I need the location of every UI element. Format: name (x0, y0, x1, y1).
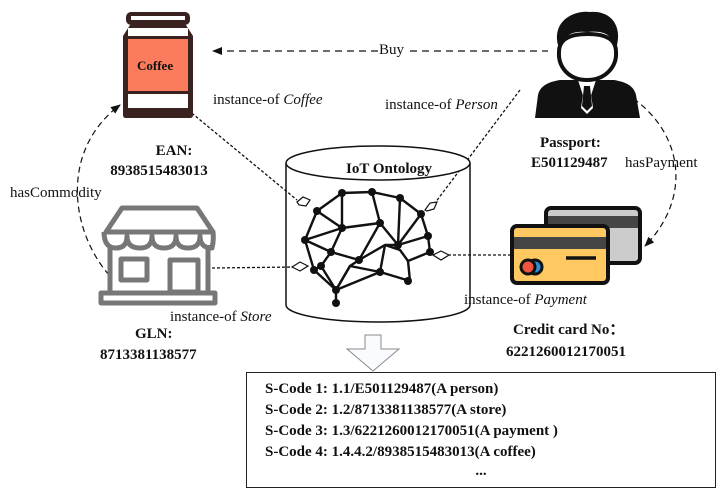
coffee-label-bg (128, 39, 188, 91)
scode-value: 1.4.4.2/8938515483013 (331, 444, 475, 460)
gln-label: GLN: (135, 326, 173, 342)
scode-row: S-Code 2: 1.2/8713381138577(A store) (265, 400, 715, 421)
relation-text: instance-of (170, 309, 237, 325)
scode-row: S-Code 1: 1.1/E501129487(A person) (265, 379, 715, 400)
scode-desc: (A payment ) (474, 423, 558, 439)
scode-label: S-Code 1: (265, 381, 328, 397)
scode-desc: (A coffee) (474, 444, 536, 460)
has-commodity-label: hasCommodity (10, 185, 102, 201)
coffee-can-icon (123, 12, 193, 118)
scode-label: S-Code 4: (265, 444, 328, 460)
store-icon (98, 205, 218, 306)
relation-text: instance-of (464, 292, 531, 308)
scode-desc: (A person) (431, 381, 499, 397)
down-arrow (345, 334, 401, 372)
credit-card-label: Credit card No： (513, 322, 625, 338)
class-name: Payment (534, 292, 587, 308)
person-icon (535, 11, 640, 118)
buy-edge-label: Buy (378, 42, 406, 58)
coffee-can-label: Coffee (137, 58, 174, 73)
scode-more: ... (475, 463, 487, 479)
passport-label: Passport: (540, 135, 601, 151)
relation-text: instance-of (385, 97, 452, 113)
scode-value: 1.1/E501129487 (331, 381, 432, 397)
credit-card-icon (510, 206, 642, 285)
coffee-instance-label: instance-of Coffee (213, 93, 323, 108)
scode-box: S-Code 1: 1.1/E501129487(A person) S-Cod… (246, 372, 716, 488)
scode-value: 1.2/8713381138577 (331, 402, 452, 418)
has-payment-label: hasPayment (625, 155, 698, 171)
ean-label: EAN: (155, 143, 193, 159)
person-instance-label: instance-of Person (385, 98, 498, 113)
scode-row: S-Code 4: 1.4.4.2/8938515483013(A coffee… (265, 442, 715, 463)
payment-instance-label: instance-of Payment (464, 293, 587, 308)
scode-label: S-Code 2: (265, 402, 328, 418)
scode-desc: (A store) (451, 402, 507, 418)
store-instance-label: instance-of Store (170, 310, 272, 325)
scode-value: 1.3/6221260012170051 (331, 423, 475, 439)
class-name: Coffee (283, 92, 323, 108)
ontology-cylinder (285, 145, 471, 323)
class-name: Person (455, 97, 498, 113)
has-commodity-edge (76, 104, 121, 276)
ean-value: 8938515483013 (110, 163, 208, 179)
class-name: Store (240, 309, 272, 325)
brain-network-icon (301, 188, 434, 307)
credit-card-value: 6221260012170051 (506, 344, 626, 360)
ontology-title: IoT Ontology (346, 161, 432, 177)
scode-label: S-Code 3: (265, 423, 328, 439)
relation-text: instance-of (213, 92, 280, 108)
passport-value: E501129487 (531, 155, 608, 171)
instance-of-connectors (187, 89, 521, 269)
connector-diamonds (290, 196, 451, 272)
gln-value: 8713381138577 (100, 347, 197, 363)
scode-row: S-Code 3: 1.3/6221260012170051(A payment… (265, 421, 715, 442)
